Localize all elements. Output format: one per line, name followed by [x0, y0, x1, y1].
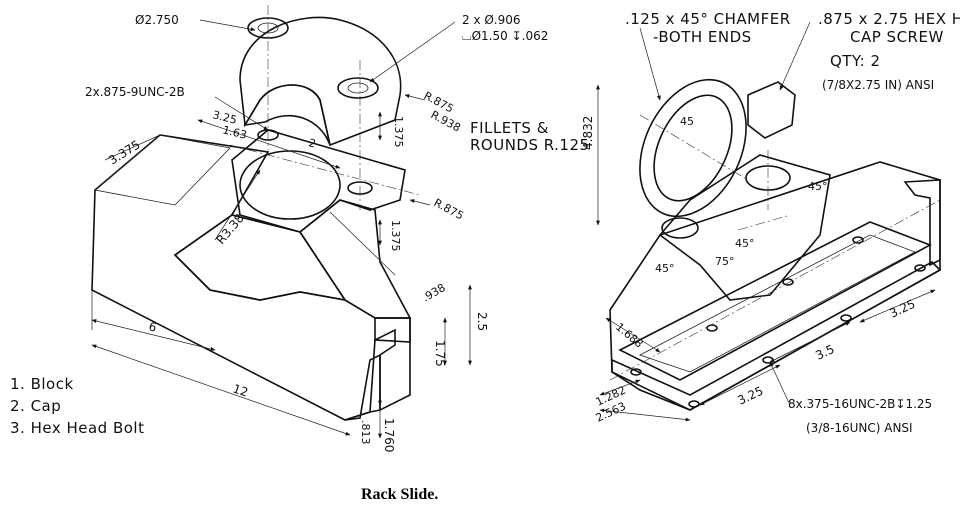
- block-top-face: [94, 134, 231, 206]
- rack-bore-outer: [639, 78, 747, 218]
- saddle-bore: [239, 150, 341, 220]
- fillets-line-2: ROUNDS R.125: [470, 136, 590, 154]
- rack-saddle: [658, 154, 831, 301]
- dim-813: .813: [359, 420, 372, 445]
- mount-hole: [762, 356, 774, 364]
- right-isometric-view: .125 x 45° CHAMFER -BOTH ENDS .875 x 2.7…: [581, 10, 960, 435]
- dim-45c: 45°: [735, 237, 755, 250]
- dim-1375-mid: 1.375: [389, 220, 402, 252]
- cap-bolt-hole-right: [337, 77, 379, 99]
- part-item-cap: 2. Cap: [10, 397, 61, 415]
- dim-75: 75°: [715, 255, 735, 268]
- dim-r875-mid: R.875: [432, 196, 466, 222]
- dim-325b: 3.25: [887, 297, 917, 321]
- screw-line-1: .875 x 2.75 HEX HD: [818, 10, 960, 28]
- u-channel-side: [344, 353, 381, 421]
- chamfer-line-1: .125 x 45° CHAMFER: [625, 10, 791, 28]
- rack-slot-inner: [638, 234, 916, 373]
- block-slot-floor: [173, 214, 347, 302]
- holes-line-2: (3/8-16UNC) ANSI: [806, 421, 913, 435]
- chamfer-line-2: -BOTH ENDS: [653, 28, 752, 46]
- mount-hole: [630, 368, 642, 376]
- mount-hole: [782, 278, 794, 286]
- dim-tap: 2x.875-9UNC-2B: [85, 85, 185, 99]
- dim-1375-top: 1.375: [392, 116, 405, 148]
- dim-4832: 4.832: [581, 116, 595, 150]
- dim-45b: 45°: [808, 180, 828, 193]
- figure-caption: Rack Slide.: [361, 486, 438, 503]
- part-item-block: 1. Block: [10, 375, 74, 393]
- dim-1760: 1.760: [382, 418, 396, 452]
- dim-175: 1.75: [433, 340, 447, 367]
- mounting-holes: [630, 236, 926, 408]
- mount-hole: [914, 264, 926, 272]
- left-isometric-view: Ø2.750 2x.875-9UNC-2B 3.25 1.63 2 3.375 …: [85, 5, 590, 452]
- dim-325: 3.25: [211, 108, 238, 127]
- part-item-bolt: 3. Hex Head Bolt: [10, 419, 144, 437]
- holes-line-1: 8x.375-16UNC-2B↧1.25: [788, 397, 932, 411]
- mount-hole: [688, 400, 700, 408]
- rack-u-end: [903, 179, 941, 267]
- mount-hole: [852, 236, 864, 244]
- fillets-line-1: FILLETS &: [470, 119, 549, 137]
- dim-35: 3.5: [813, 342, 836, 363]
- dim-25: 2.5: [475, 312, 489, 331]
- dim-2: 2: [307, 136, 317, 150]
- screw-line-4: (7/8X2.75 IN) ANSI: [822, 78, 934, 92]
- parts-list: 1. Block 2. Cap 3. Hex Head Bolt: [10, 375, 144, 437]
- rack-top-face: [611, 261, 942, 411]
- dim-hole-1: 2 x Ø.906: [462, 13, 521, 27]
- dim-163: 1.63: [221, 123, 248, 142]
- cap-bolt-hole-right-inner: [347, 82, 369, 94]
- cap: [239, 16, 402, 147]
- dim-d2750: Ø2.750: [135, 13, 179, 27]
- rack-bore-inner: [653, 94, 733, 202]
- mount-hole: [840, 314, 852, 322]
- dim-3375: 3.375: [106, 137, 143, 167]
- screw-line-3: QTY: 2: [830, 52, 881, 70]
- screw-line-2: CAP SCREW: [850, 28, 944, 46]
- dim-6: 6: [147, 319, 158, 334]
- dim-45a: 45: [680, 115, 694, 128]
- block-body: [91, 134, 411, 421]
- saddle-base: [231, 129, 406, 233]
- dim-hole-2: ⌴Ø1.50 ↧.062: [462, 29, 548, 43]
- mount-hole: [706, 324, 718, 332]
- dim-12: 12: [231, 382, 250, 400]
- support-web: [298, 199, 412, 319]
- dim-45d: 45°: [655, 262, 675, 275]
- dim-325a: 3.25: [735, 384, 765, 408]
- dim-938: .938: [420, 281, 448, 305]
- rack-boss-left: [661, 217, 699, 239]
- hex-screw-head: [747, 81, 796, 139]
